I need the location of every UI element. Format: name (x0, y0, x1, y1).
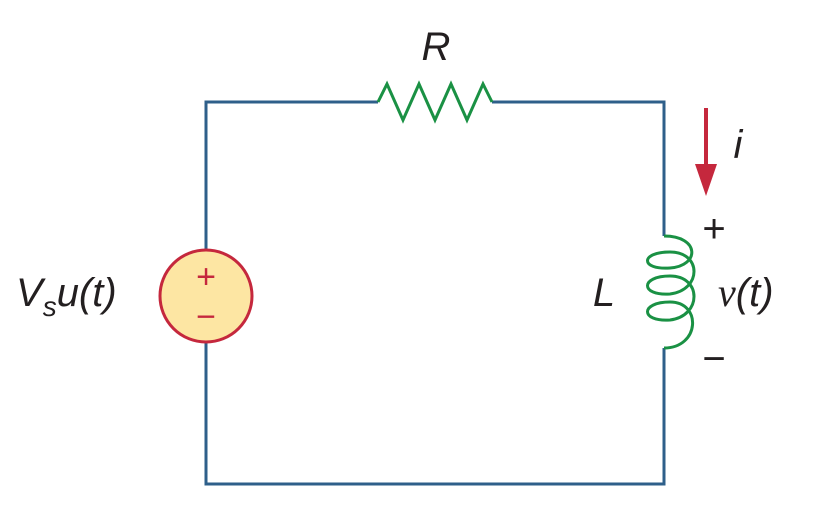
current-label: i (734, 123, 744, 167)
source-minus-sign: − (196, 298, 216, 336)
resistor-symbol (376, 80, 494, 124)
resistor-label: R (422, 25, 451, 69)
voltage-label: v(t) (718, 270, 774, 315)
voltage-label-tail: (t) (736, 271, 774, 315)
current-arrow (695, 108, 717, 196)
wires (204, 100, 666, 486)
source-plus-sign: + (196, 258, 216, 296)
source-label-tail: u(t) (57, 271, 117, 315)
voltage-plus-sign: + (702, 207, 725, 251)
wire-bottom (204, 342, 666, 486)
source-label-subscript: s (43, 291, 57, 322)
source-label: Vsu(t) (16, 271, 117, 322)
wire-top-right (492, 100, 666, 236)
voltage-label-symbol: v (718, 270, 736, 315)
source-label-main: V (16, 271, 46, 315)
inductor-label: L (593, 271, 615, 315)
wire-top-left (204, 100, 378, 250)
voltage-source-symbol (158, 248, 254, 344)
inductor-symbol (646, 234, 696, 350)
voltage-minus-sign: − (702, 337, 725, 381)
